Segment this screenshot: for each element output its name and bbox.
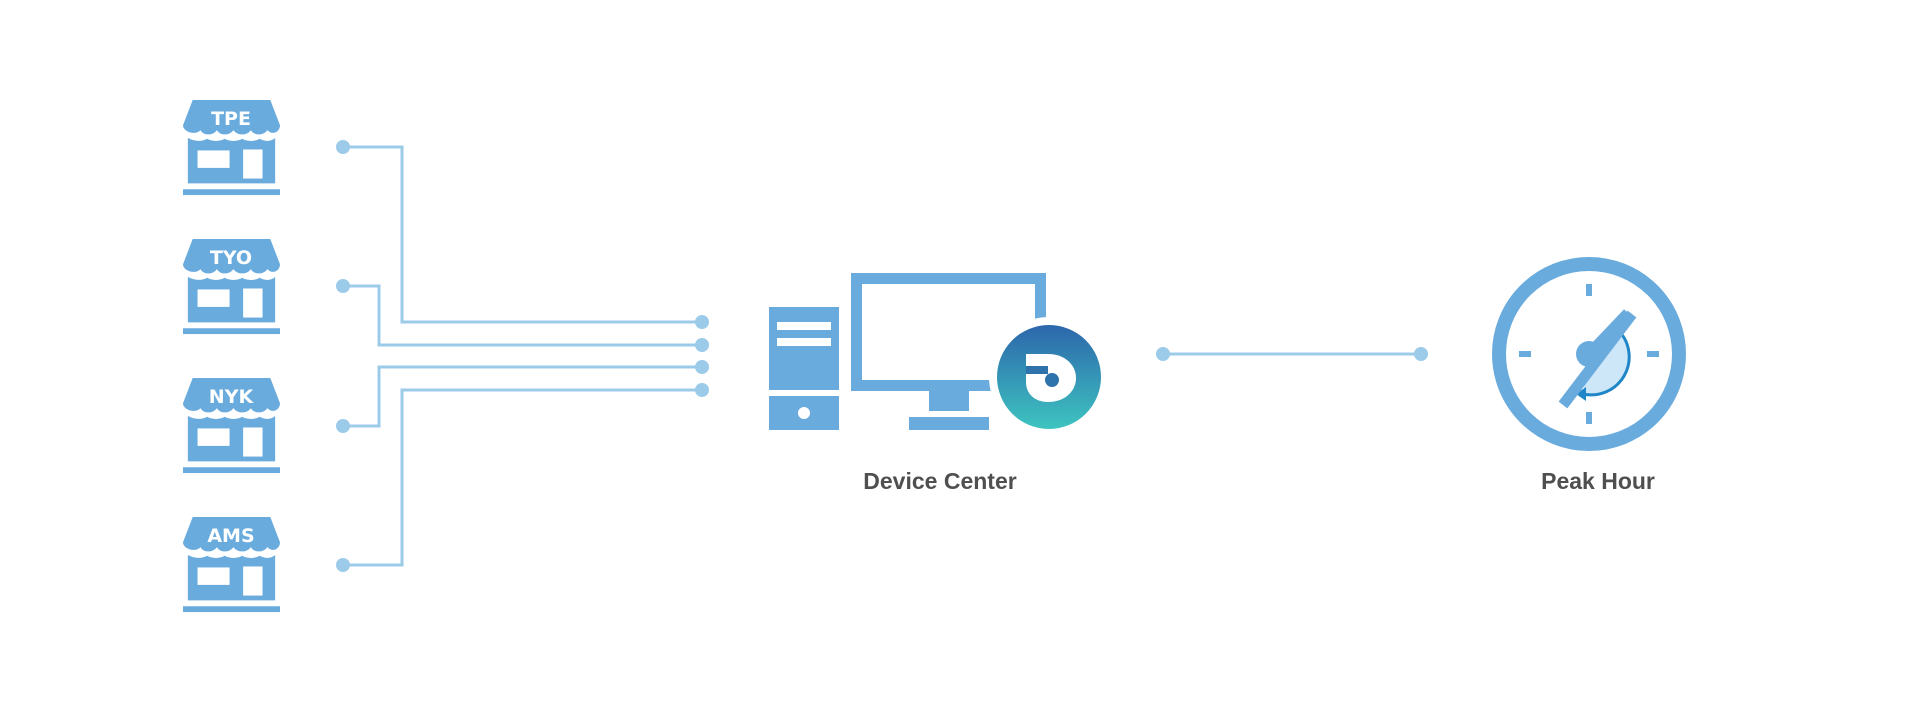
connector-dot: [336, 558, 350, 572]
connector-nyk: [343, 365, 702, 428]
connector-dot: [695, 338, 709, 352]
store-tyo: TYO: [183, 239, 280, 335]
connector-dot: [695, 383, 709, 397]
connector-ams: [343, 388, 702, 567]
app-logo-badge: [989, 317, 1109, 437]
store-connectors: [343, 145, 702, 567]
store-label: NYK: [209, 386, 255, 408]
store-label: TYO: [210, 247, 252, 269]
connector-tpe: [343, 145, 702, 324]
connector-dot: [1414, 347, 1428, 361]
store-label: AMS: [207, 525, 254, 547]
connector-dot: [336, 279, 350, 293]
store-tpe: TPE: [183, 100, 280, 196]
connector-dots: [336, 140, 709, 572]
store-label: TPE: [211, 108, 251, 130]
connector-dot: [336, 419, 350, 433]
connector-dot: [695, 315, 709, 329]
tower-icon: [769, 307, 839, 430]
connector-dot: [1156, 347, 1170, 361]
device-center-label: Device Center: [863, 468, 1017, 494]
connector-dot: [336, 140, 350, 154]
peak-hour-label: Peak Hour: [1541, 468, 1655, 494]
connector-dot: [695, 360, 709, 374]
peak-connector: [1156, 347, 1428, 361]
connector-tyo: [343, 284, 702, 347]
clock-icon: [1492, 257, 1686, 451]
store-ams: AMS: [183, 517, 280, 613]
store-nyk: NYK: [183, 378, 280, 474]
